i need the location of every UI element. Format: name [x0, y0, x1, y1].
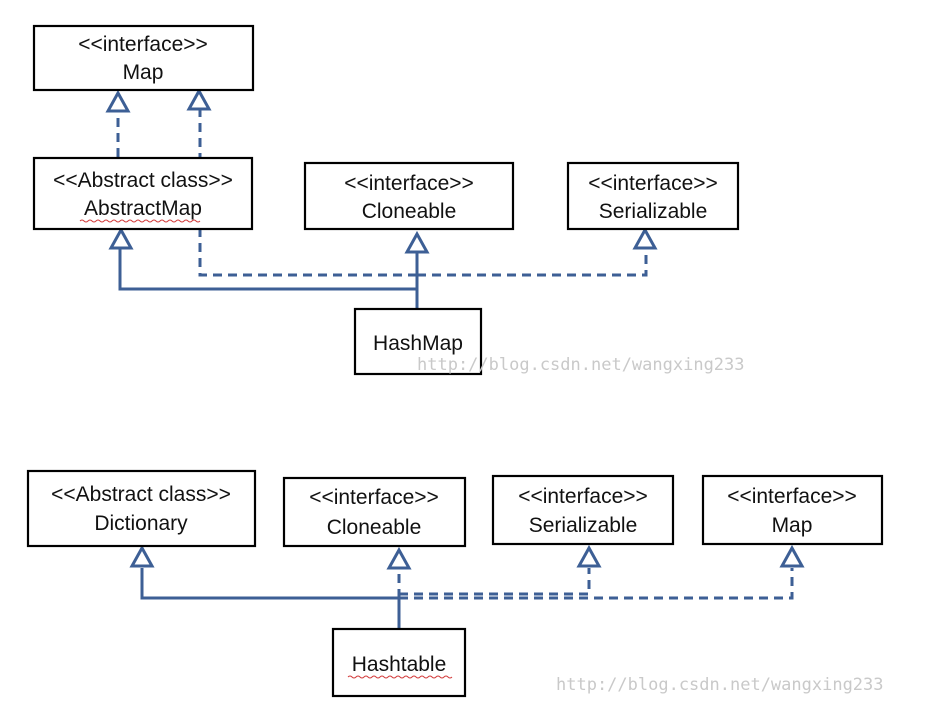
- map-inherit-arrowhead-2: [186, 87, 212, 111]
- watermark-2: http://blog.csdn.net/wangxing233: [556, 675, 884, 695]
- serializable-inherit-arrowhead: [632, 226, 658, 250]
- cloneable-stereotype-2: <<interface>>: [309, 486, 439, 509]
- serializable-inherit-arrowhead-2: [576, 544, 602, 568]
- cloneable-stereotype: <<interface>>: [344, 172, 474, 195]
- map-interface-box[interactable]: <<interface>> Map: [32, 24, 255, 92]
- map-stereotype-2: <<interface>>: [727, 485, 857, 508]
- cloneable-name-2: Cloneable: [327, 516, 422, 539]
- map-stereotype: <<interface>>: [78, 33, 208, 56]
- hashtable-to-dictionary-line: [140, 568, 401, 628]
- hashtable-class-box[interactable]: Hashtable: [331, 627, 467, 698]
- hashmap-connectors: [116, 110, 648, 308]
- hashmap-to-map-dashed-line: [198, 110, 417, 277]
- cloneable-inherit-arrowhead: [404, 230, 430, 254]
- map-inherit-arrowhead: [105, 89, 131, 113]
- hashtable-to-map-dashed-line: [399, 568, 794, 600]
- map-interface-box-2[interactable]: <<interface>> Map: [701, 474, 884, 546]
- abstractmap-name: AbstractMap: [84, 197, 202, 220]
- serializable-stereotype-2: <<interface>>: [518, 485, 648, 508]
- spellcheck-underline-2: [347, 675, 453, 679]
- serializable-interface-box-1[interactable]: <<interface>> Serializable: [566, 161, 740, 231]
- hashtable-name: Hashtable: [352, 653, 447, 676]
- hashmap-name: HashMap: [373, 332, 463, 355]
- dictionary-stereotype: <<Abstract class>>: [51, 483, 231, 506]
- hashmap-to-serializable-dashed-line: [417, 249, 648, 277]
- hashtable-connectors: [140, 568, 794, 628]
- map-name-2: Map: [772, 514, 813, 537]
- map-name: Map: [123, 61, 164, 84]
- spellcheck-underline: [79, 219, 201, 223]
- hashtable-to-serializable-dashed-line: [399, 568, 591, 596]
- serializable-interface-box-2[interactable]: <<interface>> Serializable: [491, 474, 675, 546]
- abstractmap-class-box[interactable]: <<Abstract class>> AbstractMap: [32, 156, 254, 231]
- abstractmap-stereotype: <<Abstract class>>: [53, 169, 233, 192]
- watermark-1: http://blog.csdn.net/wangxing233: [417, 355, 745, 375]
- dictionary-name: Dictionary: [94, 512, 188, 535]
- dictionary-inherit-arrowhead: [129, 544, 155, 568]
- abstractmap-inherit-arrowhead: [108, 226, 134, 250]
- dictionary-class-box[interactable]: <<Abstract class>> Dictionary: [26, 469, 257, 548]
- cloneable-name: Cloneable: [362, 200, 457, 223]
- cloneable-interface-box-1[interactable]: <<interface>> Cloneable: [303, 161, 515, 231]
- cloneable-inherit-arrowhead-2: [386, 546, 412, 570]
- cloneable-interface-box-2[interactable]: <<interface>> Cloneable: [282, 476, 467, 548]
- serializable-stereotype: <<interface>>: [588, 172, 718, 195]
- hashmap-class-box[interactable]: HashMap: [353, 307, 483, 376]
- serializable-name-2: Serializable: [529, 514, 638, 537]
- map-inherit-arrowhead-3: [779, 544, 805, 568]
- serializable-name: Serializable: [599, 200, 708, 223]
- hashmap-to-abstractmap-line: [118, 249, 417, 291]
